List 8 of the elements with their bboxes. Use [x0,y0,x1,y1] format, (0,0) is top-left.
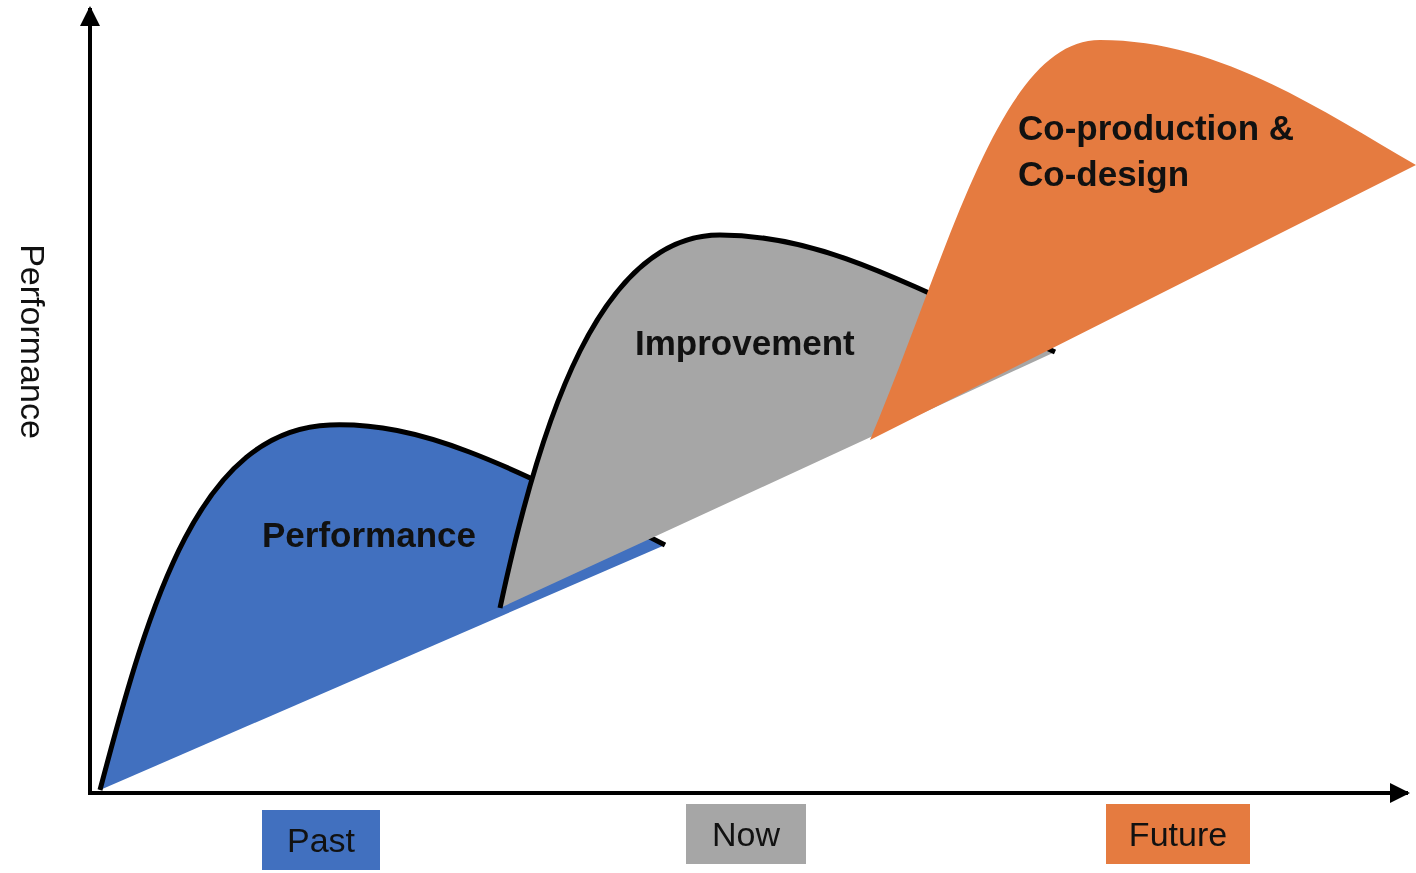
axis-label: Performance [12,244,52,439]
shape-label: Performance [262,514,476,556]
period-box: Future [1106,804,1250,864]
period-box: Now [686,804,806,864]
period-box: Past [262,810,380,870]
shape-label: Improvement [635,322,855,364]
curve-shape [868,38,1416,442]
shape-label: Co-production & Co-design [1018,107,1296,195]
